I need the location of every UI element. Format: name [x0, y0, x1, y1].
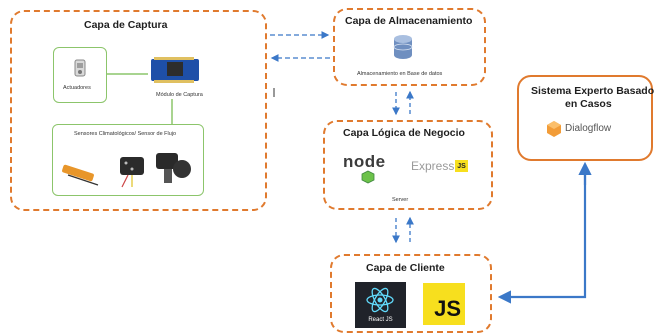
react-atom-icon — [366, 287, 394, 313]
dialogflow-icon — [547, 121, 561, 137]
actuators-box — [53, 47, 107, 103]
storage-caption: Almacenamiento en Base de datos — [357, 71, 443, 77]
actuator-icon — [74, 59, 86, 77]
sensors-icon — [62, 153, 191, 188]
capture-module-label: Módulo de Captura — [156, 92, 203, 98]
nodejs-text: node — [343, 152, 386, 171]
storage-layer-title: Capa de Almacenamiento — [345, 15, 473, 27]
sensors-label: Sensores Climatológicos/ Sensor de Flujo — [74, 131, 177, 137]
logic-layer-title: Capa Lógica de Negocio — [343, 127, 465, 139]
react-label: React JS — [368, 317, 393, 323]
expert-system-title-line1: Sistema Experto Basado — [531, 85, 654, 97]
expert-system-title-line2: en Casos — [565, 98, 612, 110]
express-js-badge: JS — [455, 160, 468, 172]
capture-layer-title: Capa de Captura — [84, 19, 168, 31]
expert-system-box — [517, 75, 653, 161]
actuators-label: Actuadores — [63, 85, 91, 91]
javascript-logo: JS — [423, 283, 465, 325]
database-icon — [393, 35, 413, 59]
server-caption: Server — [392, 197, 409, 203]
express-logo: Express — [411, 159, 454, 173]
dialogflow-label: Dialogflow — [565, 123, 612, 134]
nodejs-logo: node — [343, 152, 386, 172]
react-logo: React JS — [355, 282, 406, 328]
express-text: Express — [411, 159, 455, 173]
arrow-expert-to-client — [497, 165, 587, 304]
capture-module-icon — [151, 57, 199, 83]
client-layer-title: Capa de Cliente — [366, 262, 445, 274]
nodejs-hexagon-icon — [361, 170, 375, 184]
